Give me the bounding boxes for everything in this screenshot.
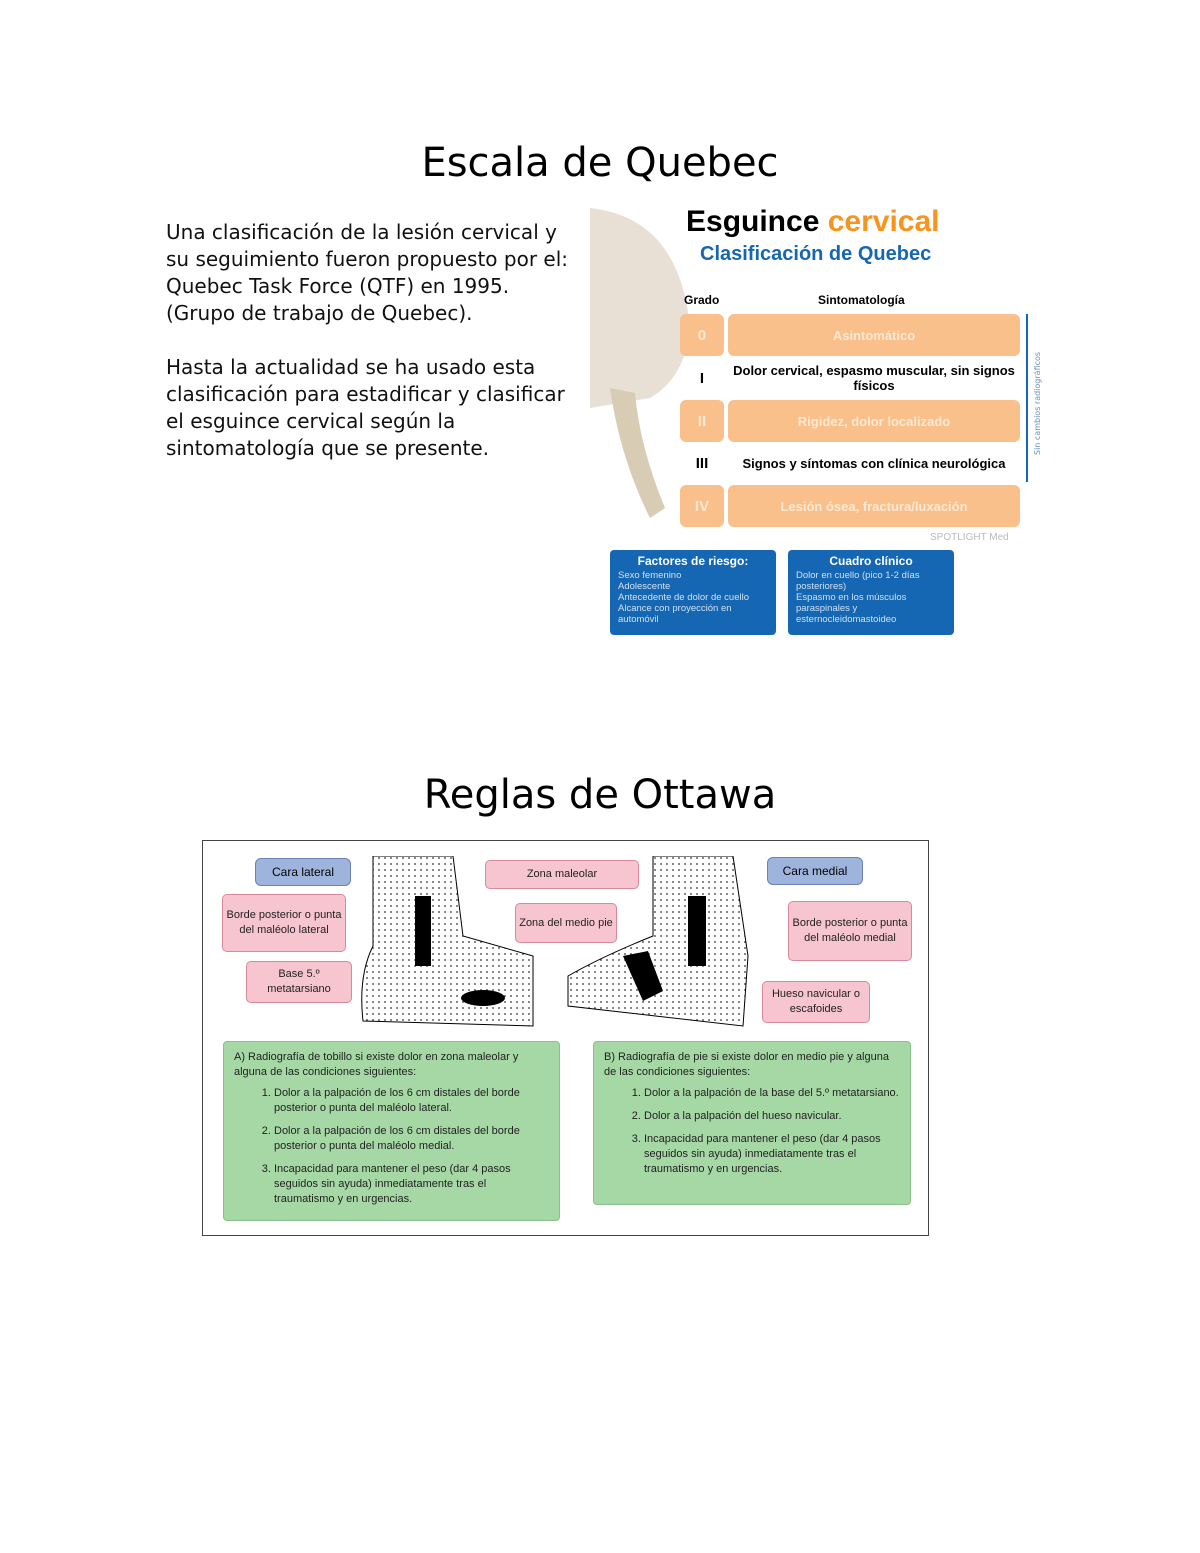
cuadro-box: Cuadro clínico Dolor en cuello (pico 1-2… (788, 550, 954, 635)
factores-title: Factores de riesgo: (637, 554, 749, 568)
box-b-item: Incapacidad para mantener el peso (dar 4… (644, 1132, 900, 1177)
factor-item: Adolescente (618, 581, 671, 592)
zona-maleolar-label: Zona maleolar (485, 860, 639, 889)
quebec-paragraph-1: Una clasificación de la lesión cervical … (166, 220, 568, 325)
figure-subtitle: Clasificación de Quebec (700, 243, 932, 265)
grade: 0 (680, 314, 724, 356)
box-b: B) Radiografía de pie si existe dolor en… (593, 1041, 911, 1205)
skull-spine-illustration (590, 208, 690, 518)
bracket (1026, 314, 1028, 482)
box-a-intro: A) Radiografía de tobillo si existe dolo… (234, 1051, 519, 1078)
box-a-item: Dolor a la palpación de los 6 cm distale… (274, 1124, 549, 1154)
ottawa-figure: Cara lateral Cara medial Zona maleolar Z… (202, 840, 929, 1236)
factores-box: Factores de riesgo: Sexo femenino Adoles… (610, 550, 776, 635)
figure-title-a: Esguince (686, 205, 828, 238)
ottawa-title: Reglas de Ottawa (423, 772, 777, 818)
symptom: Dolor cervical, espasmo muscular, sin si… (733, 363, 1015, 393)
quebec-title: Escala de Quebec (421, 140, 779, 186)
box-b-item: Dolor a la palpación del hueso navicular… (644, 1109, 900, 1124)
ankle-illustration (361, 856, 749, 1027)
cuadro-item: Espasmo en los músculos paraspinales y e… (796, 592, 907, 625)
grade: III (695, 454, 709, 472)
borde-medial-label: Borde posterior o punta del maléolo medi… (788, 901, 912, 961)
cuadro-item: Dolor en cuello (pico 1-2 días posterior… (796, 570, 920, 592)
box-a: A) Radiografía de tobillo si existe dolo… (223, 1041, 560, 1221)
cara-lateral-label: Cara lateral (255, 858, 351, 886)
grade: IV (680, 485, 724, 527)
symptom: Lesión ósea, fractura/luxación (728, 485, 1020, 527)
symptom: Rigidez, dolor localizado (728, 400, 1020, 442)
cara-medial-label: Cara medial (767, 857, 863, 885)
box-b-intro: B) Radiografía de pie si existe dolor en… (604, 1051, 889, 1078)
symptom: Signos y síntomas con clínica neurológic… (742, 455, 1006, 471)
box-b-item: Dolor a la palpación de la base del 5.º … (644, 1086, 900, 1101)
box-a-item: Dolor a la palpación de los 6 cm distale… (274, 1086, 549, 1116)
grade: I (699, 369, 705, 387)
borde-lateral-label: Borde posterior o punta del maléolo late… (222, 894, 346, 952)
box-a-item: Incapacidad para mantener el peso (dar 4… (274, 1162, 549, 1207)
grade: II (680, 400, 724, 442)
quebec-paragraph-2: Hasta la actualidad se ha usado esta cla… (166, 355, 565, 460)
base-5-metatarsiano-label: Base 5.º metatarsiano (246, 961, 352, 1003)
grade-row-1: I Dolor cervical, espasmo muscular, sin s… (680, 357, 1020, 399)
factor-item: Antecedente de dolor de cuello (618, 592, 749, 603)
col-grado: Grado (684, 293, 720, 307)
grade-row-3: III Signos y síntomas con clínica neuroló… (680, 442, 1020, 484)
figure-title-b: cervical (827, 205, 940, 238)
zona-medio-pie-label: Zona del medio pie (515, 903, 617, 943)
cuadro-title: Cuadro clínico (829, 554, 913, 568)
factor-item: Alcance con proyección en automóvil (618, 603, 732, 625)
bracket-label: Sin cambios radiográficos (1033, 351, 1042, 455)
factor-item: Sexo femenino (618, 570, 682, 581)
navicular-label: Hueso navicular o escafoides (762, 981, 870, 1023)
col-sintomatologia: Sintomatología (818, 293, 905, 307)
symptom: Asintomático (728, 314, 1020, 356)
spotlight-logo: SPOTLIGHT Med (930, 532, 1009, 543)
